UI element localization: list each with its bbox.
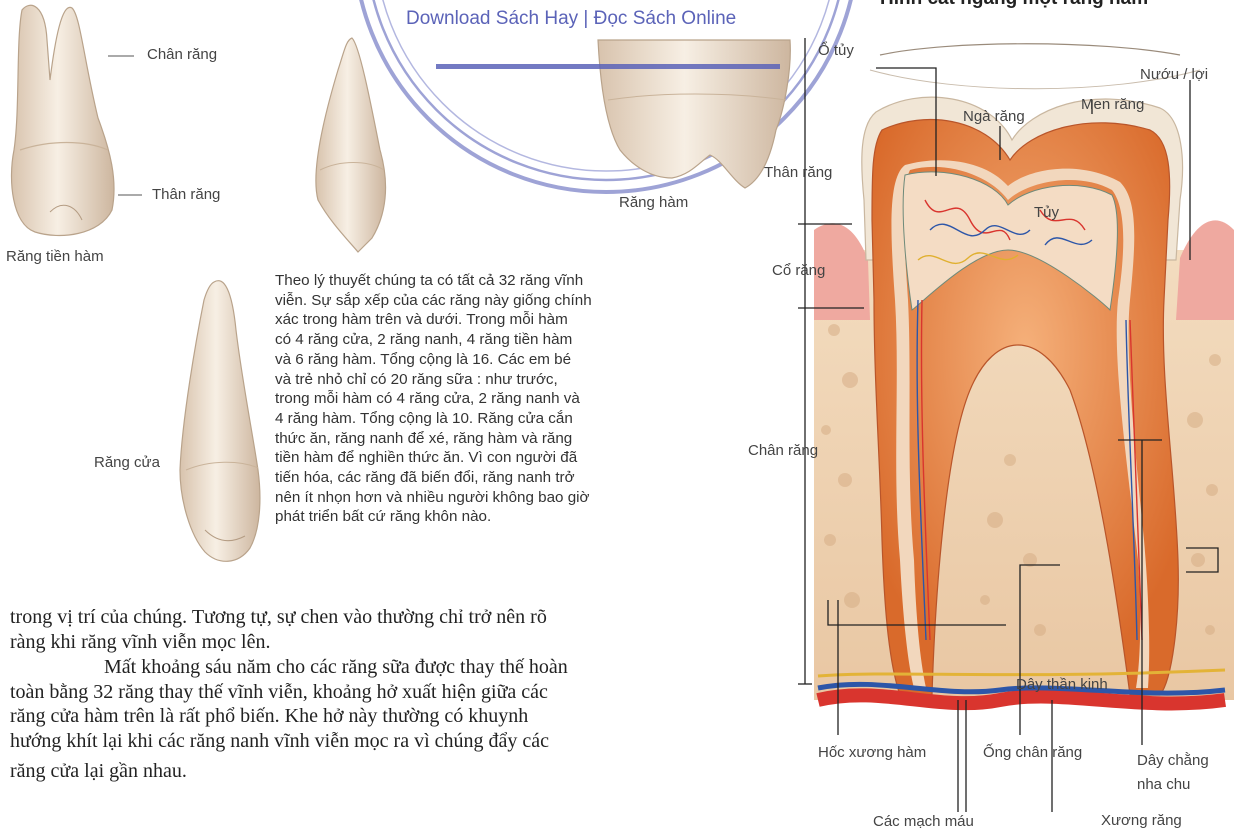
than-rang-label: Thân răng bbox=[152, 186, 220, 203]
co-rang-label: Cổ răng bbox=[772, 262, 825, 279]
men-rang-label: Men răng bbox=[1081, 96, 1144, 113]
nuou-loi-label: Nướu / lợi bbox=[1140, 66, 1208, 83]
paragraph-line: và trẻ nhỏ chỉ có 20 răng sữa : như trướ… bbox=[275, 370, 720, 390]
body-line: ràng khi răng vĩnh viễn mọc lên. bbox=[10, 630, 780, 655]
paragraph-line: xác trong hàm trên và dưới. Trong mỗi hà… bbox=[275, 310, 720, 330]
artery bbox=[818, 695, 1225, 703]
paragraph-line: 4 răng hàm. Tổng cộng là 10. Răng cửa cắ… bbox=[275, 409, 720, 429]
chan-rang-label: Chân răng bbox=[147, 46, 217, 63]
opposing-tooth-outline bbox=[880, 44, 1180, 55]
rang-tien-ham-label: Răng tiền hàm bbox=[6, 248, 104, 265]
chan-rang-diagram-label: Chân răng bbox=[748, 442, 818, 459]
day-than-kinh-label: Dây thần kinh bbox=[1016, 676, 1108, 693]
nga-rang-label: Ngà răng bbox=[963, 108, 1025, 125]
paragraph-line: Theo lý thuyết chúng ta có tất cả 32 răn… bbox=[275, 271, 720, 291]
than-rang-diagram-label: Thân răng bbox=[764, 164, 832, 181]
paragraph-line: tiến hóa, các răng đã biến đổi, răng nan… bbox=[275, 468, 720, 488]
body-text-1: trong vị trí của chúng. Tương tự, sự che… bbox=[10, 605, 780, 654]
body-line: hướng khít lại khi các răng nanh vĩnh vi… bbox=[10, 729, 780, 754]
paragraph-line: viễn. Sự sắp xếp của các răng này giống … bbox=[275, 291, 720, 311]
paragraph-line: và 6 răng hàm. Tổng cộng là 16. Các em b… bbox=[275, 350, 720, 370]
o-tuy-label: Ổ tủy bbox=[818, 42, 854, 59]
rang-cua-label: Răng cửa bbox=[94, 454, 160, 471]
day-chang-label: Dây chằng bbox=[1137, 752, 1209, 769]
ong-chan-rang-label: Ống chân răng bbox=[983, 744, 1082, 761]
watermark-underline bbox=[436, 64, 780, 69]
body-line: Mất khoảng sáu năm cho các răng sữa được… bbox=[10, 655, 780, 680]
paragraph-line: trong mỗi hàm có 4 răng cửa, 2 răng nanh… bbox=[275, 389, 720, 409]
tuy-label: Tủy bbox=[1034, 204, 1059, 221]
hoc-xuong-ham-label: Hốc xương hàm bbox=[818, 744, 926, 761]
xuong-rang-label: Xương răng bbox=[1101, 812, 1182, 829]
body-text-2: Mất khoảng sáu năm cho các răng sữa được… bbox=[10, 655, 780, 784]
paragraph-line: thức ăn, răng nanh để xé, răng hàm và ră… bbox=[275, 429, 720, 449]
body-line: răng cửa lại gần nhau. bbox=[10, 759, 780, 784]
figure-title: Hình cắt ngang một răng hàm bbox=[880, 0, 1148, 10]
cac-mach-mau-label: Các mạch máu bbox=[873, 813, 974, 830]
info-paragraph: Theo lý thuyết chúng ta có tất cả 32 răn… bbox=[275, 271, 720, 527]
gum-right bbox=[1176, 220, 1234, 320]
nha-chu-label: nha chu bbox=[1137, 776, 1190, 793]
paragraph-line: có 4 răng cửa, 2 răng nanh, 4 răng tiền … bbox=[275, 330, 720, 350]
paragraph-line: phát triển bất cứ răng khôn nào. bbox=[275, 507, 720, 527]
rang-ham-label: Răng hàm bbox=[619, 194, 688, 211]
body-line: răng cửa hàm trên là rất phổ biến. Khe h… bbox=[10, 704, 780, 729]
paragraph-line: nên ít nhọn hơn và nhiều người không bao… bbox=[275, 488, 720, 508]
paragraph-line: tiền hàm để nghiền thức ăn. Vì con người… bbox=[275, 448, 720, 468]
body-line: toàn bằng 32 răng thay thế vĩnh viễn, kh… bbox=[10, 680, 780, 705]
watermark-text: Download Sách Hay | Đọc Sách Online bbox=[406, 8, 736, 30]
body-line: trong vị trí của chúng. Tương tự, sự che… bbox=[10, 605, 780, 630]
